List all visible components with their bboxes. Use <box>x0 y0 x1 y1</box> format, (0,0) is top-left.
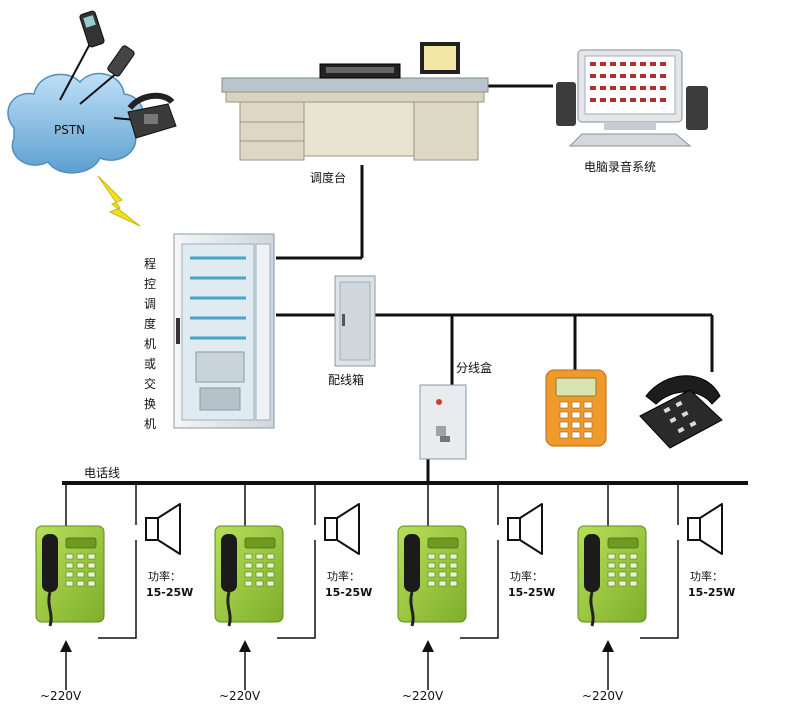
terminal-power-label: 功率： <box>690 569 723 583</box>
black-phone-icon <box>639 375 723 449</box>
speaker-icon <box>507 503 543 555</box>
svg-text:程: 程 <box>144 256 156 271</box>
svg-text:机: 机 <box>144 417 156 431</box>
lightning-icon <box>97 175 141 227</box>
svg-text:控: 控 <box>144 277 156 291</box>
svg-text:或: 或 <box>144 357 156 371</box>
distribution-box-label: 配线箱 <box>328 372 364 387</box>
connection-lines <box>276 84 714 483</box>
flip-phone-icon <box>107 45 135 77</box>
terminal-unit-2: 功率： 15-25W ~220V <box>213 483 372 703</box>
terminal-power-value: 15-25W <box>508 586 555 599</box>
terminal-power-label: 功率： <box>510 569 543 583</box>
svg-text:度: 度 <box>144 316 156 331</box>
orange-phone-icon <box>545 369 607 447</box>
terminal-power-value: 15-25W <box>146 586 193 599</box>
desk-phone-icon <box>127 92 177 139</box>
svg-text:机: 机 <box>144 337 156 351</box>
svg-text:换: 换 <box>144 397 156 411</box>
terminal-power-value: 15-25W <box>688 586 735 599</box>
speaker-icon <box>324 503 360 555</box>
mobile-phone-icon <box>79 10 105 48</box>
terminal-power-label: 功率： <box>148 569 181 583</box>
svg-text:交: 交 <box>144 376 156 391</box>
speaker-icon <box>687 503 723 555</box>
distribution-box <box>334 275 376 367</box>
junction-box-label: 分线盒 <box>456 360 492 375</box>
terminal-unit-3: 功率： 15-25W ~220V <box>396 483 555 703</box>
recording-computer <box>556 49 708 147</box>
terminal-supply-label: ~220V <box>582 689 624 703</box>
junction-box <box>419 384 467 460</box>
terminal-supply-label: ~220V <box>402 689 444 703</box>
switch-label: 程 控 调 度 机 或 交 换 机 <box>144 256 156 431</box>
recorder-label: 电脑录音系统 <box>584 159 656 174</box>
speaker-icon <box>145 503 181 555</box>
terminal-unit-1: 功率： 15-25W ~220V <box>34 483 193 703</box>
terminal-power-label: 功率： <box>327 569 360 583</box>
terminal-unit-4: 功率： 15-25W ~220V <box>576 483 735 703</box>
terminal-supply-label: ~220V <box>40 689 82 703</box>
terminal-supply-label: ~220V <box>219 689 261 703</box>
dispatch-console <box>221 42 489 161</box>
phone-line-label: 电话线 <box>84 466 120 480</box>
pstn-label: PSTN <box>54 123 85 137</box>
terminal-power-value: 15-25W <box>325 586 372 599</box>
console-label: 调度台 <box>310 170 346 185</box>
switch-cabinet <box>173 233 275 429</box>
pstn-cloud: PSTN <box>7 72 144 174</box>
svg-text:调: 调 <box>144 297 156 311</box>
